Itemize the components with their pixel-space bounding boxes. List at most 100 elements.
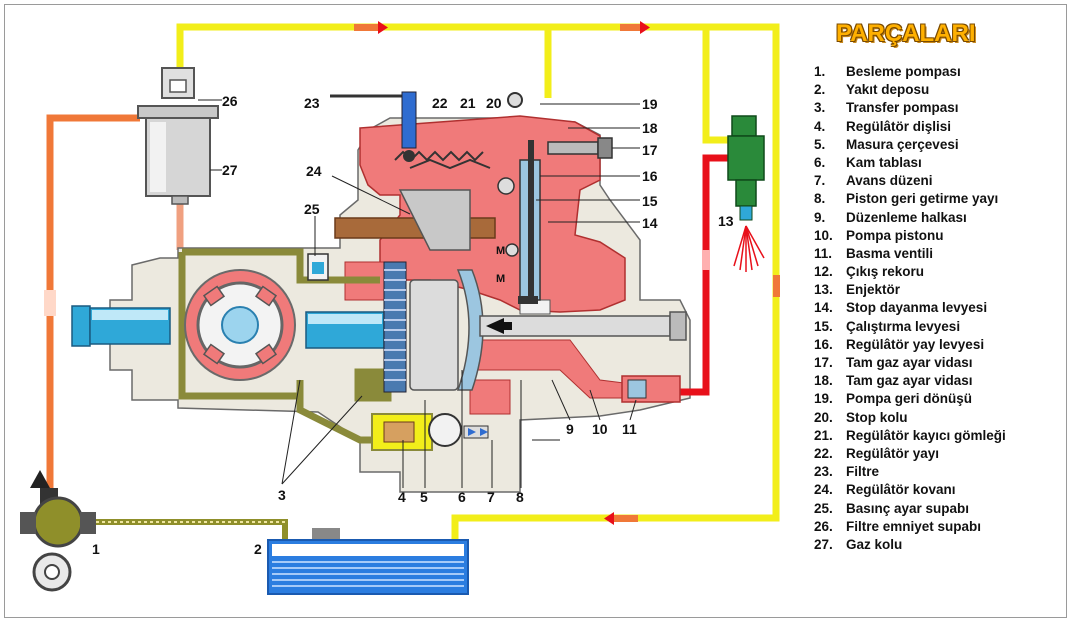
legend-item: 1.Besleme pompası (814, 63, 1006, 81)
callout-22: 22 (432, 95, 448, 111)
legend-item-number: 3. (814, 99, 846, 117)
legend-item-label: Düzenleme halkası (846, 209, 967, 227)
callout-m-upper: M (496, 245, 505, 257)
callout-18: 18 (642, 120, 658, 136)
legend-item-label: Regülâtör kayıcı gömleği (846, 427, 1006, 445)
legend-item-number: 14. (814, 299, 846, 317)
legend-item-label: Filtre emniyet supabı (846, 518, 981, 536)
callout-11: 11 (622, 421, 637, 437)
legend-item: 3.Transfer pompası (814, 99, 1006, 117)
legend-item-label: Kam tablası (846, 154, 922, 172)
legend-item-number: 20. (814, 409, 846, 427)
feed-pump (20, 470, 96, 590)
parts-legend: 1.Besleme pompası2.Yakıt deposu3.Transfe… (814, 63, 1006, 554)
fuel-tank (268, 528, 468, 594)
legend-item: 10.Pompa pistonu (814, 227, 1006, 245)
callout-27: 27 (222, 162, 238, 178)
legend-item-label: Pompa pistonu (846, 227, 944, 245)
legend-item: 25.Basınç ayar supabı (814, 500, 1006, 518)
callout-1: 1 (92, 541, 100, 557)
legend-item-number: 6. (814, 154, 846, 172)
legend-item: 17.Tam gaz ayar vidası (814, 354, 1006, 372)
legend-item-number: 27. (814, 536, 846, 554)
spray-icon (734, 226, 764, 272)
arrow-left-icon (604, 512, 638, 525)
legend-item-label: Regülâtör yay levyesi (846, 336, 984, 354)
legend-item-label: Enjektör (846, 281, 900, 299)
legend-title: PARÇALARI (836, 20, 976, 48)
callout-17: 17 (642, 142, 658, 158)
callout-2: 2 (254, 541, 262, 557)
callout-16: 16 (642, 168, 658, 184)
legend-item-label: Regülâtör kovanı (846, 481, 956, 499)
legend-item: 27.Gaz kolu (814, 536, 1006, 554)
callout-24: 24 (306, 163, 322, 179)
governor-gear (384, 262, 406, 392)
legend-item: 4.Regülâtör dişlisi (814, 118, 1006, 136)
callout-26: 26 (222, 93, 238, 109)
legend-item-number: 7. (814, 172, 846, 190)
legend-item-number: 1. (814, 63, 846, 81)
callout-10: 10 (592, 421, 608, 437)
legend-item-number: 25. (814, 500, 846, 518)
legend-item-number: 18. (814, 372, 846, 390)
legend-item-number: 15. (814, 318, 846, 336)
legend-item: 20.Stop kolu (814, 409, 1006, 427)
callout-8: 8 (516, 489, 524, 505)
legend-item-number: 22. (814, 445, 846, 463)
callout-19: 19 (642, 96, 658, 112)
legend-item: 14.Stop dayanma levyesi (814, 299, 1006, 317)
legend-item: 2.Yakıt deposu (814, 81, 1006, 99)
legend-item: 15.Çalıştırma levyesi (814, 318, 1006, 336)
legend-item: 9.Düzenleme halkası (814, 209, 1006, 227)
legend-item-label: Masura çerçevesi (846, 136, 959, 154)
legend-item: 24.Regülâtör kovanı (814, 481, 1006, 499)
legend-item-number: 11. (814, 245, 846, 263)
arrow-right-icon (620, 21, 650, 34)
legend-item-label: Besleme pompası (846, 63, 961, 81)
arrow-down-icon (773, 275, 780, 297)
legend-item-number: 4. (814, 118, 846, 136)
fuel-injection-pump-diagram: 1 2 3 4 5 6 7 8 9 10 11 13 14 15 16 17 1… (0, 0, 800, 624)
legend-item: 13.Enjektör (814, 281, 1006, 299)
legend-item-number: 19. (814, 390, 846, 408)
supply-line-marker (44, 290, 56, 316)
legend-item: 16.Regülâtör yay levyesi (814, 336, 1006, 354)
arrow-right-icon (354, 21, 388, 34)
return-line-injector (706, 27, 728, 140)
callout-14: 14 (642, 215, 658, 231)
legend-item-label: Filtre (846, 463, 879, 481)
callout-5: 5 (420, 489, 428, 505)
legend-item: 6.Kam tablası (814, 154, 1006, 172)
legend-item: 26.Filtre emniyet supabı (814, 518, 1006, 536)
legend-item-number: 24. (814, 481, 846, 499)
legend-item-label: Stop dayanma levyesi (846, 299, 987, 317)
legend-item: 11.Basma ventili (814, 245, 1006, 263)
callout-7: 7 (487, 489, 495, 505)
legend-item-number: 26. (814, 518, 846, 536)
callout-21: 21 (460, 95, 476, 111)
legend-item-label: Yakıt deposu (846, 81, 929, 99)
legend-item-number: 8. (814, 190, 846, 208)
legend-item-label: Tam gaz ayar vidası (846, 354, 973, 372)
delivery-valve (622, 376, 680, 402)
callout-25: 25 (304, 201, 320, 217)
pressure-line-marker (702, 250, 710, 270)
callout-23: 23 (304, 95, 320, 111)
legend-item-number: 21. (814, 427, 846, 445)
legend-item-number: 10. (814, 227, 846, 245)
legend-item-number: 12. (814, 263, 846, 281)
legend-item-number: 9. (814, 209, 846, 227)
legend-item: 5.Masura çerçevesi (814, 136, 1006, 154)
callout-9: 9 (566, 421, 574, 437)
callout-3: 3 (278, 487, 286, 503)
legend-item-label: Basma ventili (846, 245, 933, 263)
legend-item-label: Pompa geri dönüşü (846, 390, 972, 408)
callout-6: 6 (458, 489, 466, 505)
pressure-regulating-valve (308, 254, 328, 280)
legend-item-number: 23. (814, 463, 846, 481)
legend-item-label: Avans düzeni (846, 172, 933, 190)
legend-item-label: Çalıştırma levyesi (846, 318, 960, 336)
callout-m-lower: M (496, 273, 505, 285)
legend-item-number: 17. (814, 354, 846, 372)
